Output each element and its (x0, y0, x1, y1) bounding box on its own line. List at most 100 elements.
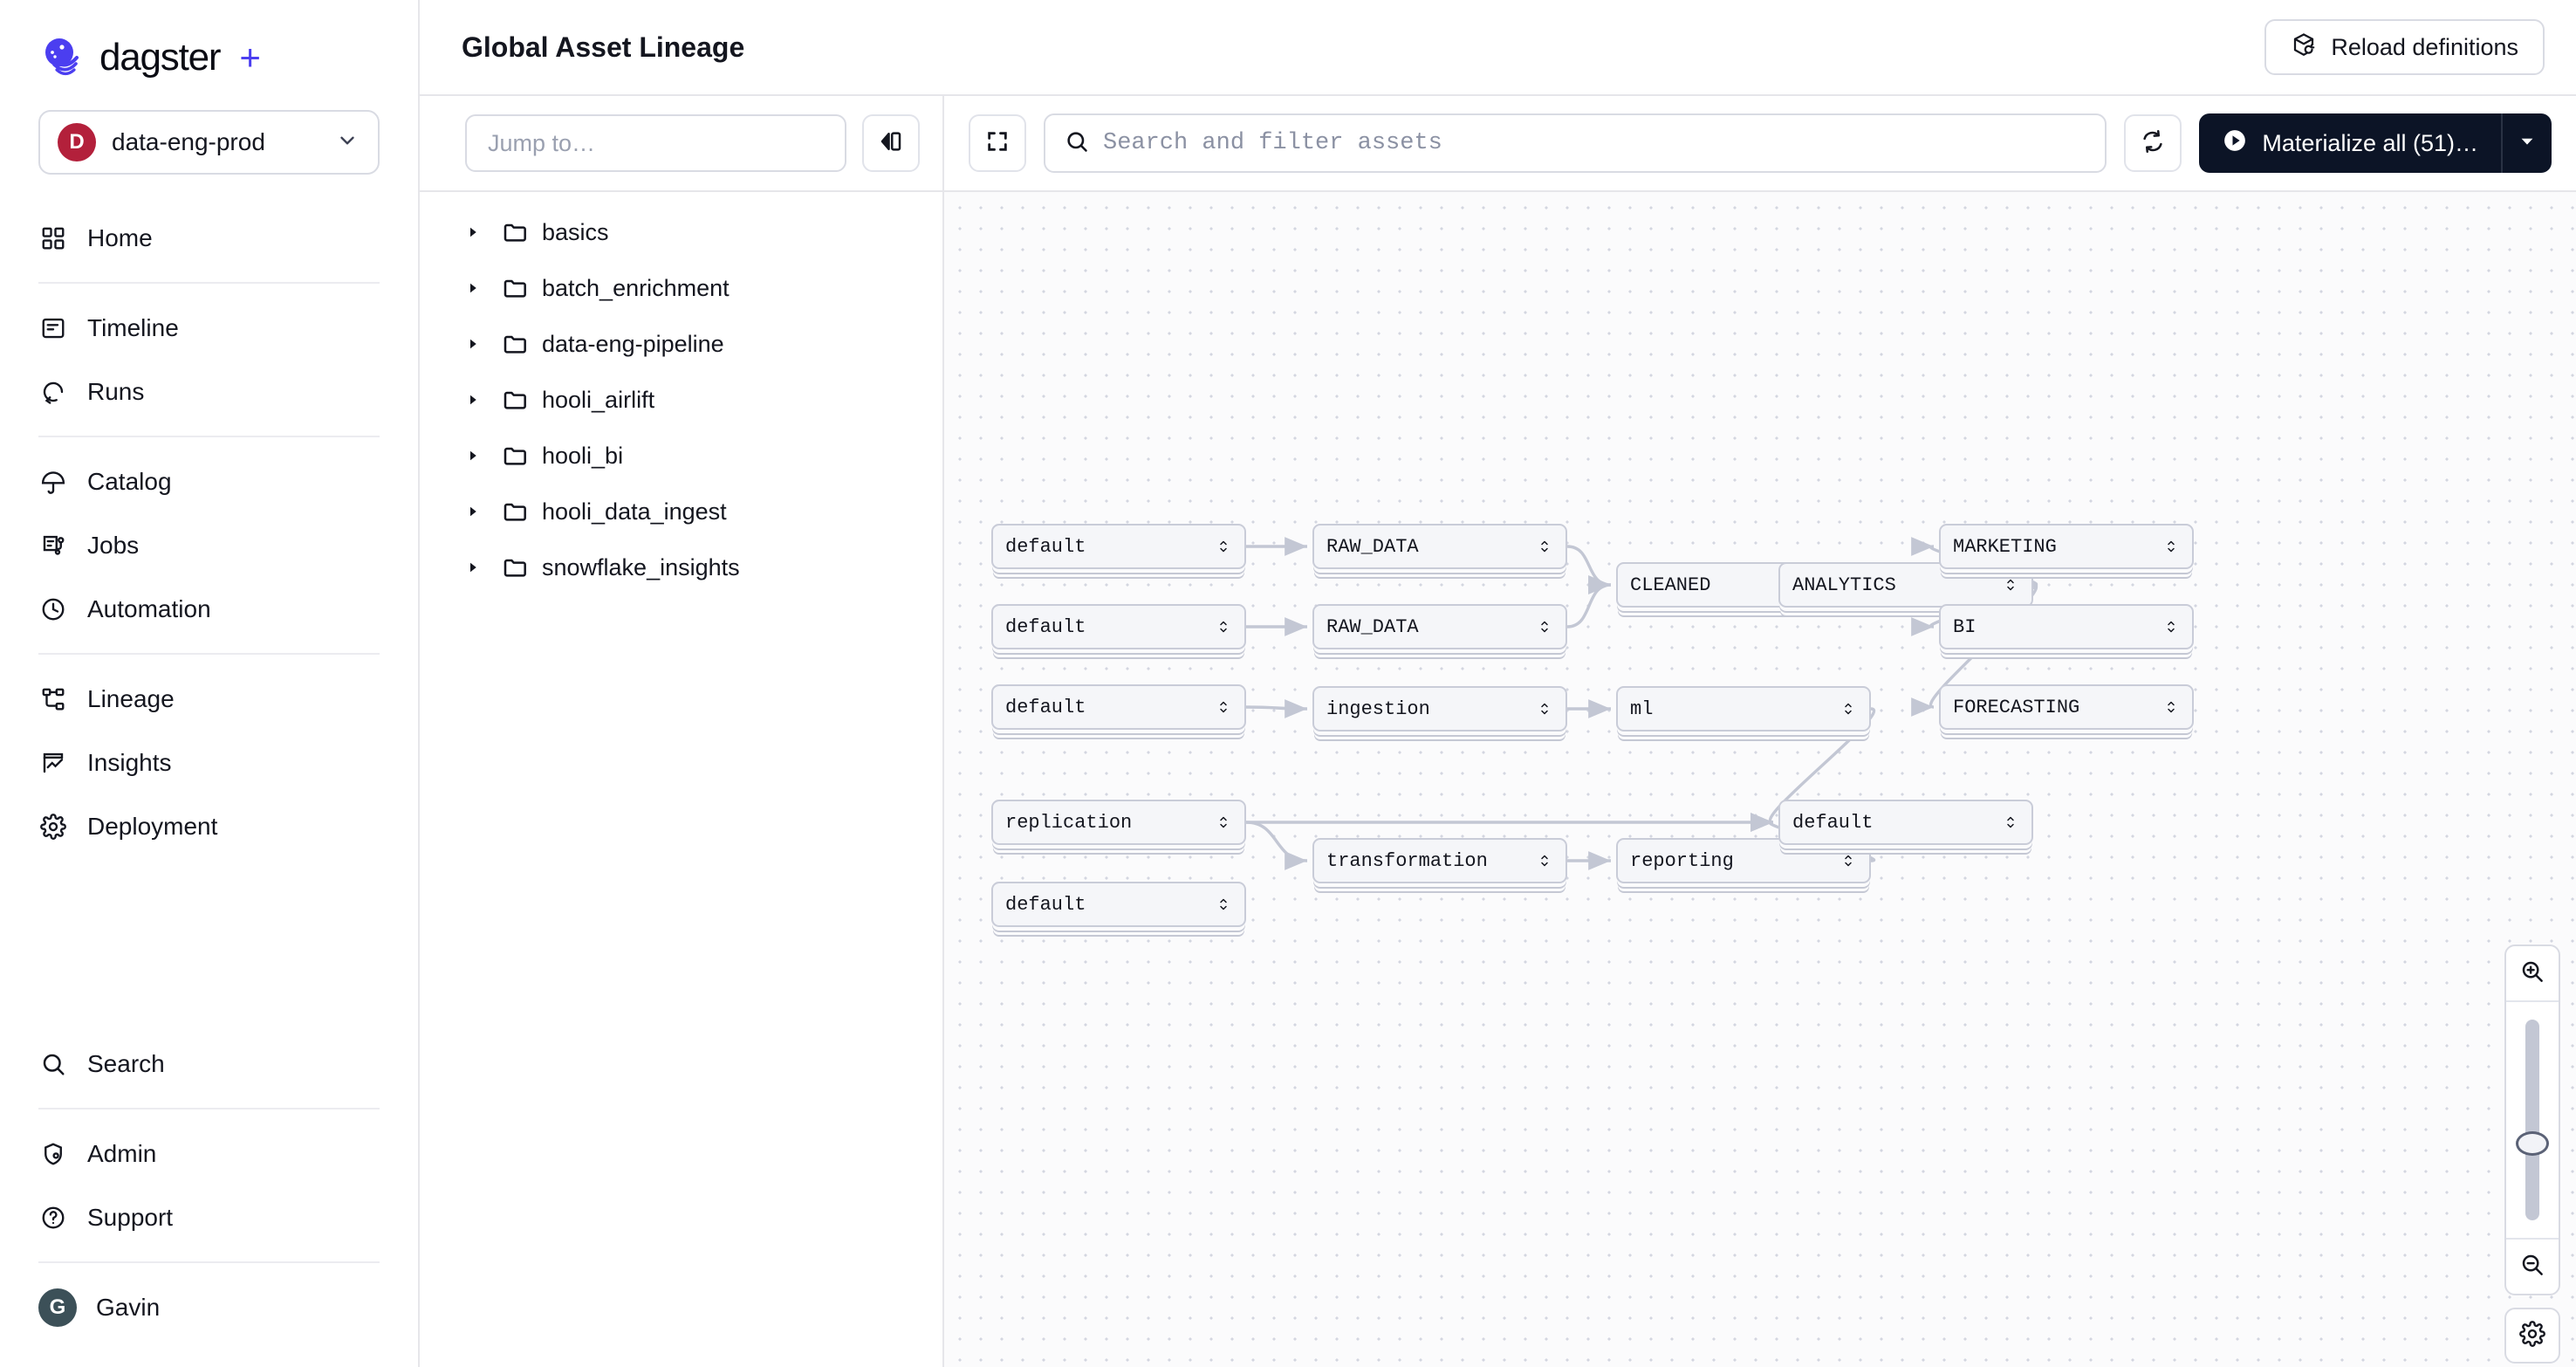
folder-icon (502, 218, 542, 246)
materialize-dropdown-button[interactable] (2503, 113, 2552, 173)
nav-divider (38, 1108, 380, 1109)
stepper-updown-icon[interactable] (2164, 538, 2178, 555)
refresh-button[interactable] (2124, 114, 2182, 172)
lineage-node-label: ingestion (1326, 697, 1430, 720)
stepper-updown-icon[interactable] (1538, 852, 1552, 869)
shield-user-icon (38, 1139, 68, 1169)
sidebar-item-automation[interactable]: Automation (0, 577, 418, 641)
tree-row[interactable]: data-eng-pipeline (420, 316, 942, 372)
lineage-node[interactable]: default (991, 524, 1246, 569)
sidebar-item-timeline[interactable]: Timeline (0, 296, 418, 360)
lineage-node-label: RAW_DATA (1326, 615, 1419, 638)
lineage-node[interactable]: default (991, 882, 1246, 927)
sidebar-item-jobs[interactable]: Jobs (0, 513, 418, 577)
lineage-node[interactable]: transformation (1312, 838, 1567, 883)
sidebar-item-user[interactable]: G Gavin (0, 1275, 418, 1339)
sidebar-item-search[interactable]: Search (0, 1032, 418, 1096)
insights-chart-icon (38, 748, 68, 778)
materialize-all-main[interactable]: Materialize all (51)… (2199, 113, 2503, 173)
graph-settings-button[interactable] (2504, 1308, 2560, 1364)
sidebar-item-home[interactable]: Home (0, 206, 418, 270)
caret-right-icon[interactable] (465, 280, 502, 296)
jump-to-input[interactable] (465, 114, 846, 172)
lineage-node[interactable]: RAW_DATA (1312, 604, 1567, 649)
lineage-node-label: transformation (1326, 849, 1488, 872)
zoom-controls (2504, 945, 2560, 1367)
clock-icon (38, 594, 68, 624)
lineage-node[interactable]: ingestion (1312, 686, 1567, 732)
stepper-updown-icon[interactable] (1216, 896, 1230, 913)
materialize-all-button[interactable]: Materialize all (51)… (2199, 113, 2552, 173)
fit-to-screen-button[interactable] (969, 114, 1026, 172)
lineage-node[interactable]: MARKETING (1939, 524, 2194, 569)
search-input[interactable] (1103, 130, 2086, 156)
sidebar-item-lineage[interactable]: Lineage (0, 667, 418, 731)
tree-row-label: hooli_airlift (542, 386, 655, 413)
lineage-node[interactable]: FORECASTING (1939, 684, 2194, 730)
lineage-node[interactable]: ml (1616, 686, 1871, 732)
caret-right-icon[interactable] (465, 504, 502, 519)
stepper-updown-icon[interactable] (2004, 576, 2018, 594)
stepper-updown-icon[interactable] (2004, 814, 2018, 831)
stepper-updown-icon[interactable] (1841, 700, 1855, 718)
sidebar-item-insights[interactable]: Insights (0, 731, 418, 794)
stepper-updown-icon[interactable] (1841, 852, 1855, 869)
stepper-updown-icon[interactable] (1216, 618, 1230, 635)
sidebar-item-label: Search (87, 1049, 165, 1077)
refresh-sync-icon (2140, 128, 2166, 159)
lineage-node[interactable]: RAW_DATA (1312, 524, 1567, 569)
zoom-slider[interactable] (2506, 1002, 2559, 1238)
stepper-updown-icon[interactable] (1216, 814, 1230, 831)
brand-plus: + (239, 37, 261, 78)
caret-right-icon[interactable] (465, 560, 502, 575)
lineage-node[interactable]: replication (991, 800, 1246, 845)
sidebar-item-deployment[interactable]: Deployment (0, 794, 418, 858)
lineage-node[interactable]: ANALYTICS (1778, 562, 2033, 608)
tree-row[interactable]: hooli_bi (420, 428, 942, 484)
sidebar-item-admin[interactable]: Admin (0, 1122, 418, 1185)
asset-search-box[interactable] (1044, 113, 2107, 173)
stepper-updown-icon[interactable] (1216, 538, 1230, 555)
folder-icon (502, 386, 542, 414)
lineage-nodes-icon (38, 684, 68, 714)
lineage-node[interactable]: BI (1939, 604, 2194, 649)
stepper-updown-icon[interactable] (1538, 538, 1552, 555)
caret-right-icon[interactable] (465, 224, 502, 240)
caret-right-icon[interactable] (465, 392, 502, 408)
lineage-node[interactable]: default (991, 684, 1246, 730)
tree-row[interactable]: snowflake_insights (420, 539, 942, 595)
lineage-node[interactable]: default (991, 604, 1246, 649)
tree-row[interactable]: hooli_data_ingest (420, 484, 942, 539)
folder-icon (502, 274, 542, 302)
zoom-slider-thumb[interactable] (2516, 1131, 2549, 1156)
stepper-updown-icon[interactable] (1538, 700, 1552, 718)
zoom-in-button[interactable] (2506, 946, 2559, 1000)
stepper-updown-icon[interactable] (2164, 698, 2178, 716)
zoom-out-button[interactable] (2506, 1240, 2559, 1294)
lineage-node[interactable]: reporting (1616, 838, 1871, 883)
brand-logo[interactable]: dagster + (0, 0, 418, 84)
stepper-updown-icon[interactable] (1216, 698, 1230, 716)
lineage-node-label: default (1005, 535, 1086, 558)
tree-row[interactable]: basics (420, 204, 942, 260)
reload-definitions-button[interactable]: Reload definitions (2264, 19, 2545, 75)
tree-row[interactable]: batch_enrichment (420, 260, 942, 316)
sidebar-item-label: Automation (87, 594, 211, 622)
lineage-node[interactable]: default (1778, 800, 2033, 845)
caret-right-icon[interactable] (465, 336, 502, 352)
zoom-slider-track (2525, 1020, 2539, 1220)
sidebar-item-catalog[interactable]: Catalog (0, 450, 418, 513)
sidebar-item-support[interactable]: Support (0, 1185, 418, 1249)
stepper-updown-icon[interactable] (1538, 618, 1552, 635)
sidebar-item-runs[interactable]: Runs (0, 360, 418, 423)
lineage-node-label: default (1005, 696, 1086, 718)
collapse-left-panel-button[interactable] (862, 114, 920, 172)
tree-row[interactable]: hooli_airlift (420, 372, 942, 428)
deployment-selector[interactable]: D data-eng-prod (38, 110, 380, 175)
nav-group-overview: Home (0, 194, 418, 282)
chevron-down-icon (336, 129, 359, 156)
stepper-updown-icon[interactable] (2164, 618, 2178, 635)
caret-right-icon[interactable] (465, 448, 502, 464)
